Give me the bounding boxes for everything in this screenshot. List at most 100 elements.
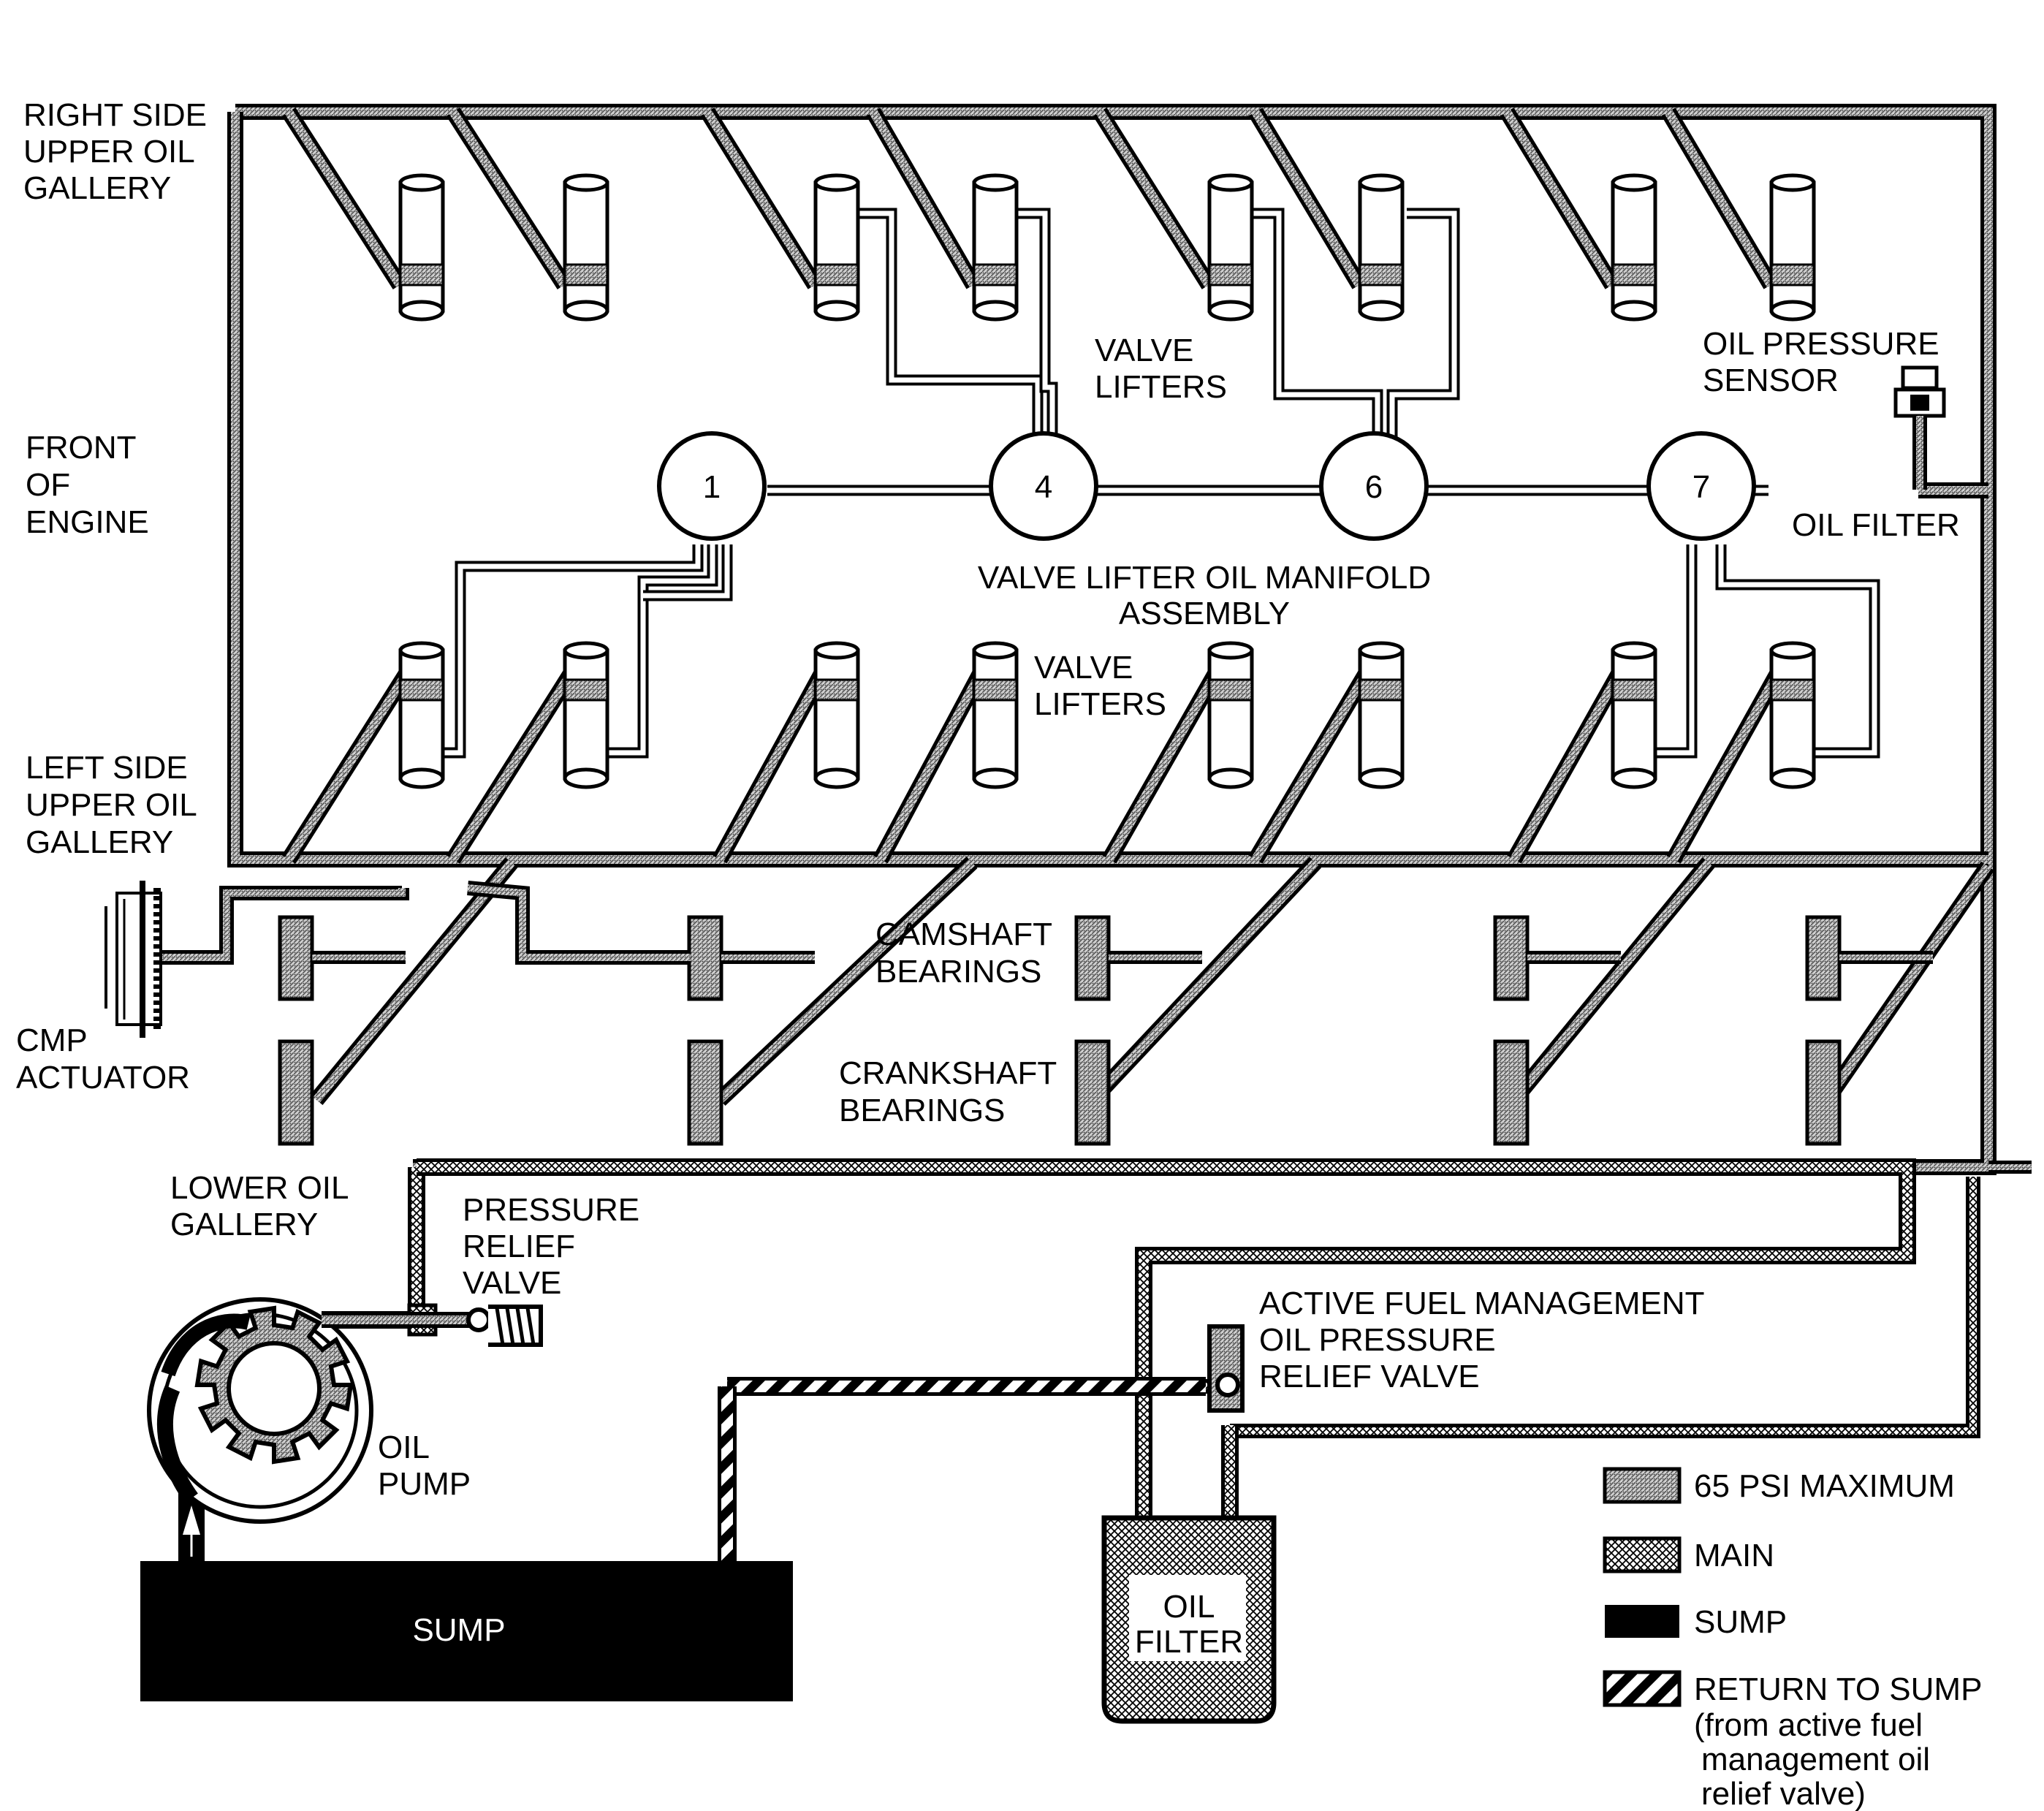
right-upper-gallery bbox=[235, 104, 1996, 1175]
legend-note-1: (from active fuel bbox=[1694, 1707, 1923, 1743]
lifter-oil-band bbox=[1770, 263, 1815, 286]
manifold-branch bbox=[1389, 210, 1457, 457]
manifold-label-1: VALVE LIFTER OIL MANIFOLD bbox=[978, 560, 1431, 596]
lifter-oil-band bbox=[399, 263, 444, 286]
bearing-feed bbox=[313, 859, 515, 1103]
upper-lifter-feed bbox=[1664, 109, 1775, 288]
crankshaft-bearing bbox=[1493, 1039, 1530, 1146]
cmp-feed-right bbox=[467, 884, 691, 961]
pump-label-1: OIL bbox=[378, 1430, 430, 1465]
bearings bbox=[278, 915, 1933, 1146]
lifter-base bbox=[1611, 300, 1657, 322]
lower-lifter-feed bbox=[1105, 670, 1220, 862]
lifter-base bbox=[563, 300, 609, 322]
lifter-body bbox=[1769, 181, 1816, 313]
upper-lifter-feed bbox=[869, 109, 978, 288]
lifter-base bbox=[813, 767, 860, 789]
prv-label-3: VALVE bbox=[463, 1265, 561, 1301]
crankshaft-bearing bbox=[1074, 1039, 1111, 1146]
lifter-body bbox=[1611, 181, 1657, 313]
cmp-label-2: ACTUATOR bbox=[16, 1060, 190, 1096]
right-gallery-label-1: RIGHT SIDE bbox=[23, 97, 207, 133]
filter-label-2: FILTER bbox=[1135, 1624, 1243, 1660]
manifold-port bbox=[657, 431, 767, 541]
lower-valve-lifter bbox=[813, 641, 860, 789]
lifter-oil-band bbox=[563, 678, 609, 702]
lifter-base bbox=[1207, 300, 1254, 322]
lifter-body bbox=[563, 648, 609, 781]
lifter-top bbox=[1769, 641, 1816, 660]
oil-pump bbox=[147, 1297, 373, 1524]
upper-valve-lifter bbox=[972, 173, 1019, 322]
lifter-body bbox=[1611, 648, 1657, 781]
lifter-body bbox=[398, 181, 445, 313]
lower-lifter-feed bbox=[449, 669, 576, 862]
manifold-branch bbox=[1016, 210, 1055, 457]
bearing-feed bbox=[1511, 859, 1712, 1103]
prv-label-2: RELIEF bbox=[463, 1229, 575, 1264]
lifter-body bbox=[972, 648, 1019, 781]
lower-valve-lifter bbox=[1207, 641, 1254, 789]
legend-note-3: relief valve) bbox=[1701, 1776, 1866, 1811]
lifter-top bbox=[1611, 641, 1657, 660]
upper-lifter-feed bbox=[449, 109, 569, 288]
manifold-branch bbox=[1655, 544, 1698, 759]
lower-gallery-label-1: LOWER OIL bbox=[170, 1170, 349, 1206]
oil-pressure-sensor bbox=[1893, 365, 1946, 490]
crankshaft-bearing bbox=[1805, 1039, 1842, 1146]
lifter-top bbox=[563, 641, 609, 660]
afm-label-2: OIL PRESSURE bbox=[1259, 1322, 1496, 1358]
camshaft-bearing bbox=[1074, 915, 1111, 1001]
manifold-port-number: 6 bbox=[1365, 469, 1383, 505]
lifter-top bbox=[398, 641, 445, 660]
filter-label-1: OIL bbox=[1163, 1589, 1215, 1625]
front-label-2: OF bbox=[26, 467, 70, 503]
ops-label-1: OIL PRESSURE bbox=[1703, 326, 1939, 362]
oil-filter-right-label: OIL FILTER bbox=[1792, 507, 1960, 543]
return-line bbox=[718, 1377, 1206, 1561]
lower-valve-lifter bbox=[1769, 641, 1816, 789]
lifter-oil-band bbox=[563, 263, 609, 286]
manifold-port bbox=[989, 431, 1098, 541]
lower-lifters-label-2: LIFTERS bbox=[1034, 686, 1166, 722]
camshaft-bearing bbox=[1805, 915, 1842, 1001]
lifter-body bbox=[813, 181, 860, 313]
manifold-branch bbox=[855, 210, 1041, 457]
camshaft-bearing bbox=[278, 915, 314, 1001]
upper-valve-lifter bbox=[398, 173, 445, 322]
afm-label-1: ACTIVE FUEL MANAGEMENT bbox=[1259, 1286, 1705, 1321]
lifter-top bbox=[813, 173, 860, 192]
left-gallery-label-3: GALLERY bbox=[26, 824, 173, 860]
lifter-oil-band bbox=[814, 263, 859, 286]
manifold-port-number: 4 bbox=[1035, 469, 1052, 505]
lifter-top bbox=[1611, 173, 1657, 192]
lifter-top bbox=[972, 641, 1019, 660]
lifter-top bbox=[972, 173, 1019, 192]
lifter-body bbox=[1207, 181, 1254, 313]
left-upper-gallery bbox=[231, 112, 1988, 864]
lifter-oil-band bbox=[1770, 678, 1815, 702]
lower-lifter-feed bbox=[876, 670, 985, 862]
lifter-top bbox=[1769, 173, 1816, 192]
pressure-relief-valve bbox=[322, 1303, 543, 1347]
left-gallery-label-1: LEFT SIDE bbox=[26, 750, 188, 786]
lifter-oil-band bbox=[814, 678, 859, 702]
manifold-branch bbox=[603, 544, 718, 759]
lifter-body bbox=[398, 648, 445, 781]
cmp-feed-right bbox=[467, 881, 691, 965]
lifter-body bbox=[1358, 181, 1405, 313]
upper-lifters-label-2: LIFTERS bbox=[1095, 369, 1227, 405]
upper-galleries bbox=[227, 104, 1996, 1175]
cmp-feed bbox=[161, 888, 406, 961]
lifter-oil-band bbox=[1611, 263, 1657, 286]
bearing-feed bbox=[1089, 859, 1319, 1104]
lower-lifter-feed bbox=[284, 669, 411, 862]
cam-bearings-label-2: BEARINGS bbox=[875, 954, 1041, 990]
crankshaft-bearing bbox=[687, 1039, 723, 1146]
upper-lifter-feed bbox=[284, 109, 404, 288]
cmp-label-1: CMP bbox=[16, 1022, 88, 1058]
lifter-base bbox=[1207, 767, 1254, 789]
right-upper-gallery bbox=[235, 107, 1993, 1172]
lower-lifter-feed bbox=[1251, 669, 1371, 862]
